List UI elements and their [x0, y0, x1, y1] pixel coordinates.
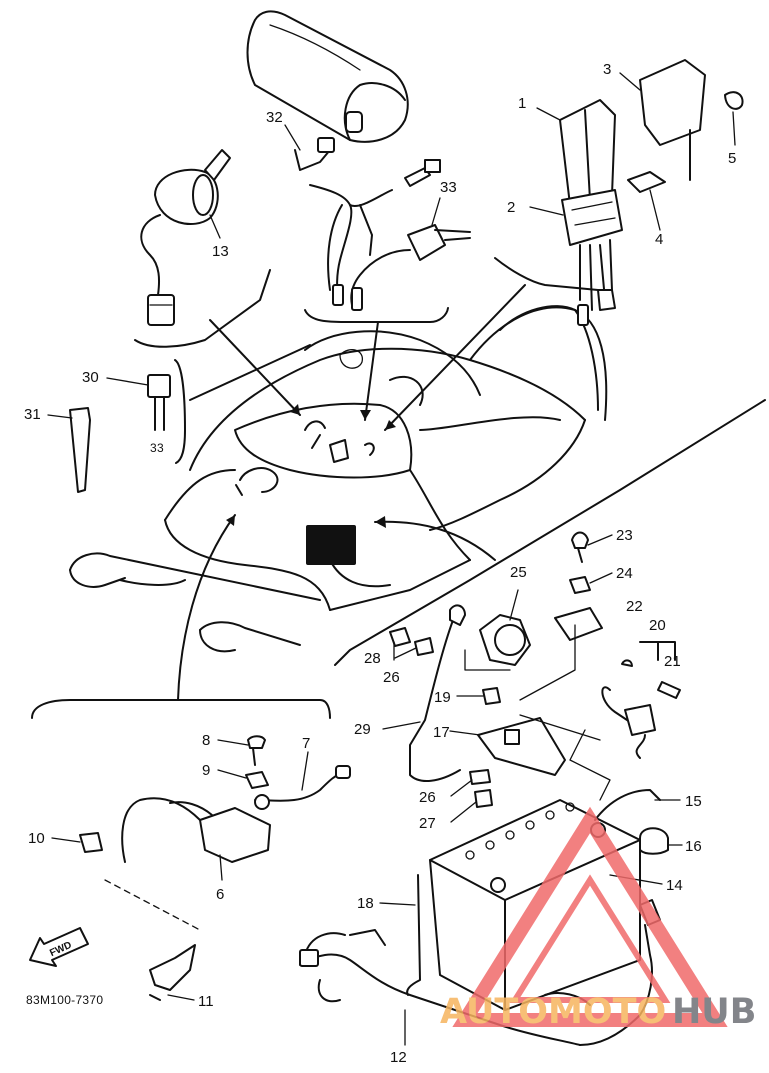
part-number-21: 21 [664, 653, 681, 670]
part-number-8: 8 [202, 732, 210, 749]
watermark-text-dark: HUB [672, 992, 756, 1032]
part-number-14: 14 [666, 877, 683, 894]
part-number-26a: 26 [383, 669, 400, 686]
part-number-16: 16 [685, 838, 702, 855]
part-number-22: 22 [626, 598, 643, 615]
watermark-logo: AUTOMOTO HUB [440, 806, 756, 1032]
part-number-11: 11 [198, 993, 214, 1010]
part-number-19: 19 [434, 689, 451, 706]
part-number-32: 32 [266, 109, 283, 126]
part-number-10: 10 [28, 830, 45, 847]
part-number-15: 15 [685, 793, 702, 810]
part-number-13: 13 [212, 243, 229, 260]
part-number-29: 29 [354, 721, 371, 738]
part-number-26b: 26 [419, 789, 436, 806]
part-number-7: 7 [302, 735, 310, 752]
connector-note: 33 [150, 441, 164, 455]
part-number-25: 25 [510, 564, 527, 581]
watermark-inner-triangle [509, 874, 671, 1003]
part-number-24: 24 [616, 565, 633, 582]
part-number-28: 28 [364, 650, 381, 667]
drawing-code: 83M100-7370 [26, 993, 103, 1007]
starter-relay [69, 374, 171, 493]
cdi-unit-group [559, 59, 744, 326]
ignition-coil-group [79, 735, 351, 1001]
snowmobile-outline [69, 305, 608, 653]
part-number-1: 1 [518, 95, 526, 112]
watermark-triangle [452, 806, 728, 1027]
fwd-arrow: FWD [29, 927, 89, 967]
leader-arrows [177, 284, 526, 701]
part-number-17: 17 [433, 724, 450, 741]
part-number-31: 31 [24, 406, 41, 423]
handlebar-harness [294, 137, 471, 311]
part-number-4: 4 [655, 231, 663, 248]
group-brackets [31, 257, 766, 719]
part-labels: 1 2 3 4 5 6 7 8 9 10 11 12 13 14 15 16 1… [24, 61, 736, 1066]
main-switch [140, 149, 231, 326]
handlebar-grip [246, 10, 409, 143]
part-number-12: 12 [390, 1049, 407, 1066]
part-number-5: 5 [728, 150, 736, 167]
part-number-2: 2 [507, 199, 515, 216]
part-number-30: 30 [82, 369, 99, 386]
part-number-6: 6 [216, 886, 224, 903]
part-number-23: 23 [616, 527, 633, 544]
part-number-3: 3 [603, 61, 611, 78]
part-number-27: 27 [419, 815, 436, 832]
part-number-9: 9 [202, 762, 210, 779]
part-number-18: 18 [357, 895, 374, 912]
part-number-20: 20 [649, 617, 666, 634]
part-number-33: 33 [440, 179, 457, 196]
watermark-text-orange: AUTOMOTO [440, 992, 666, 1032]
